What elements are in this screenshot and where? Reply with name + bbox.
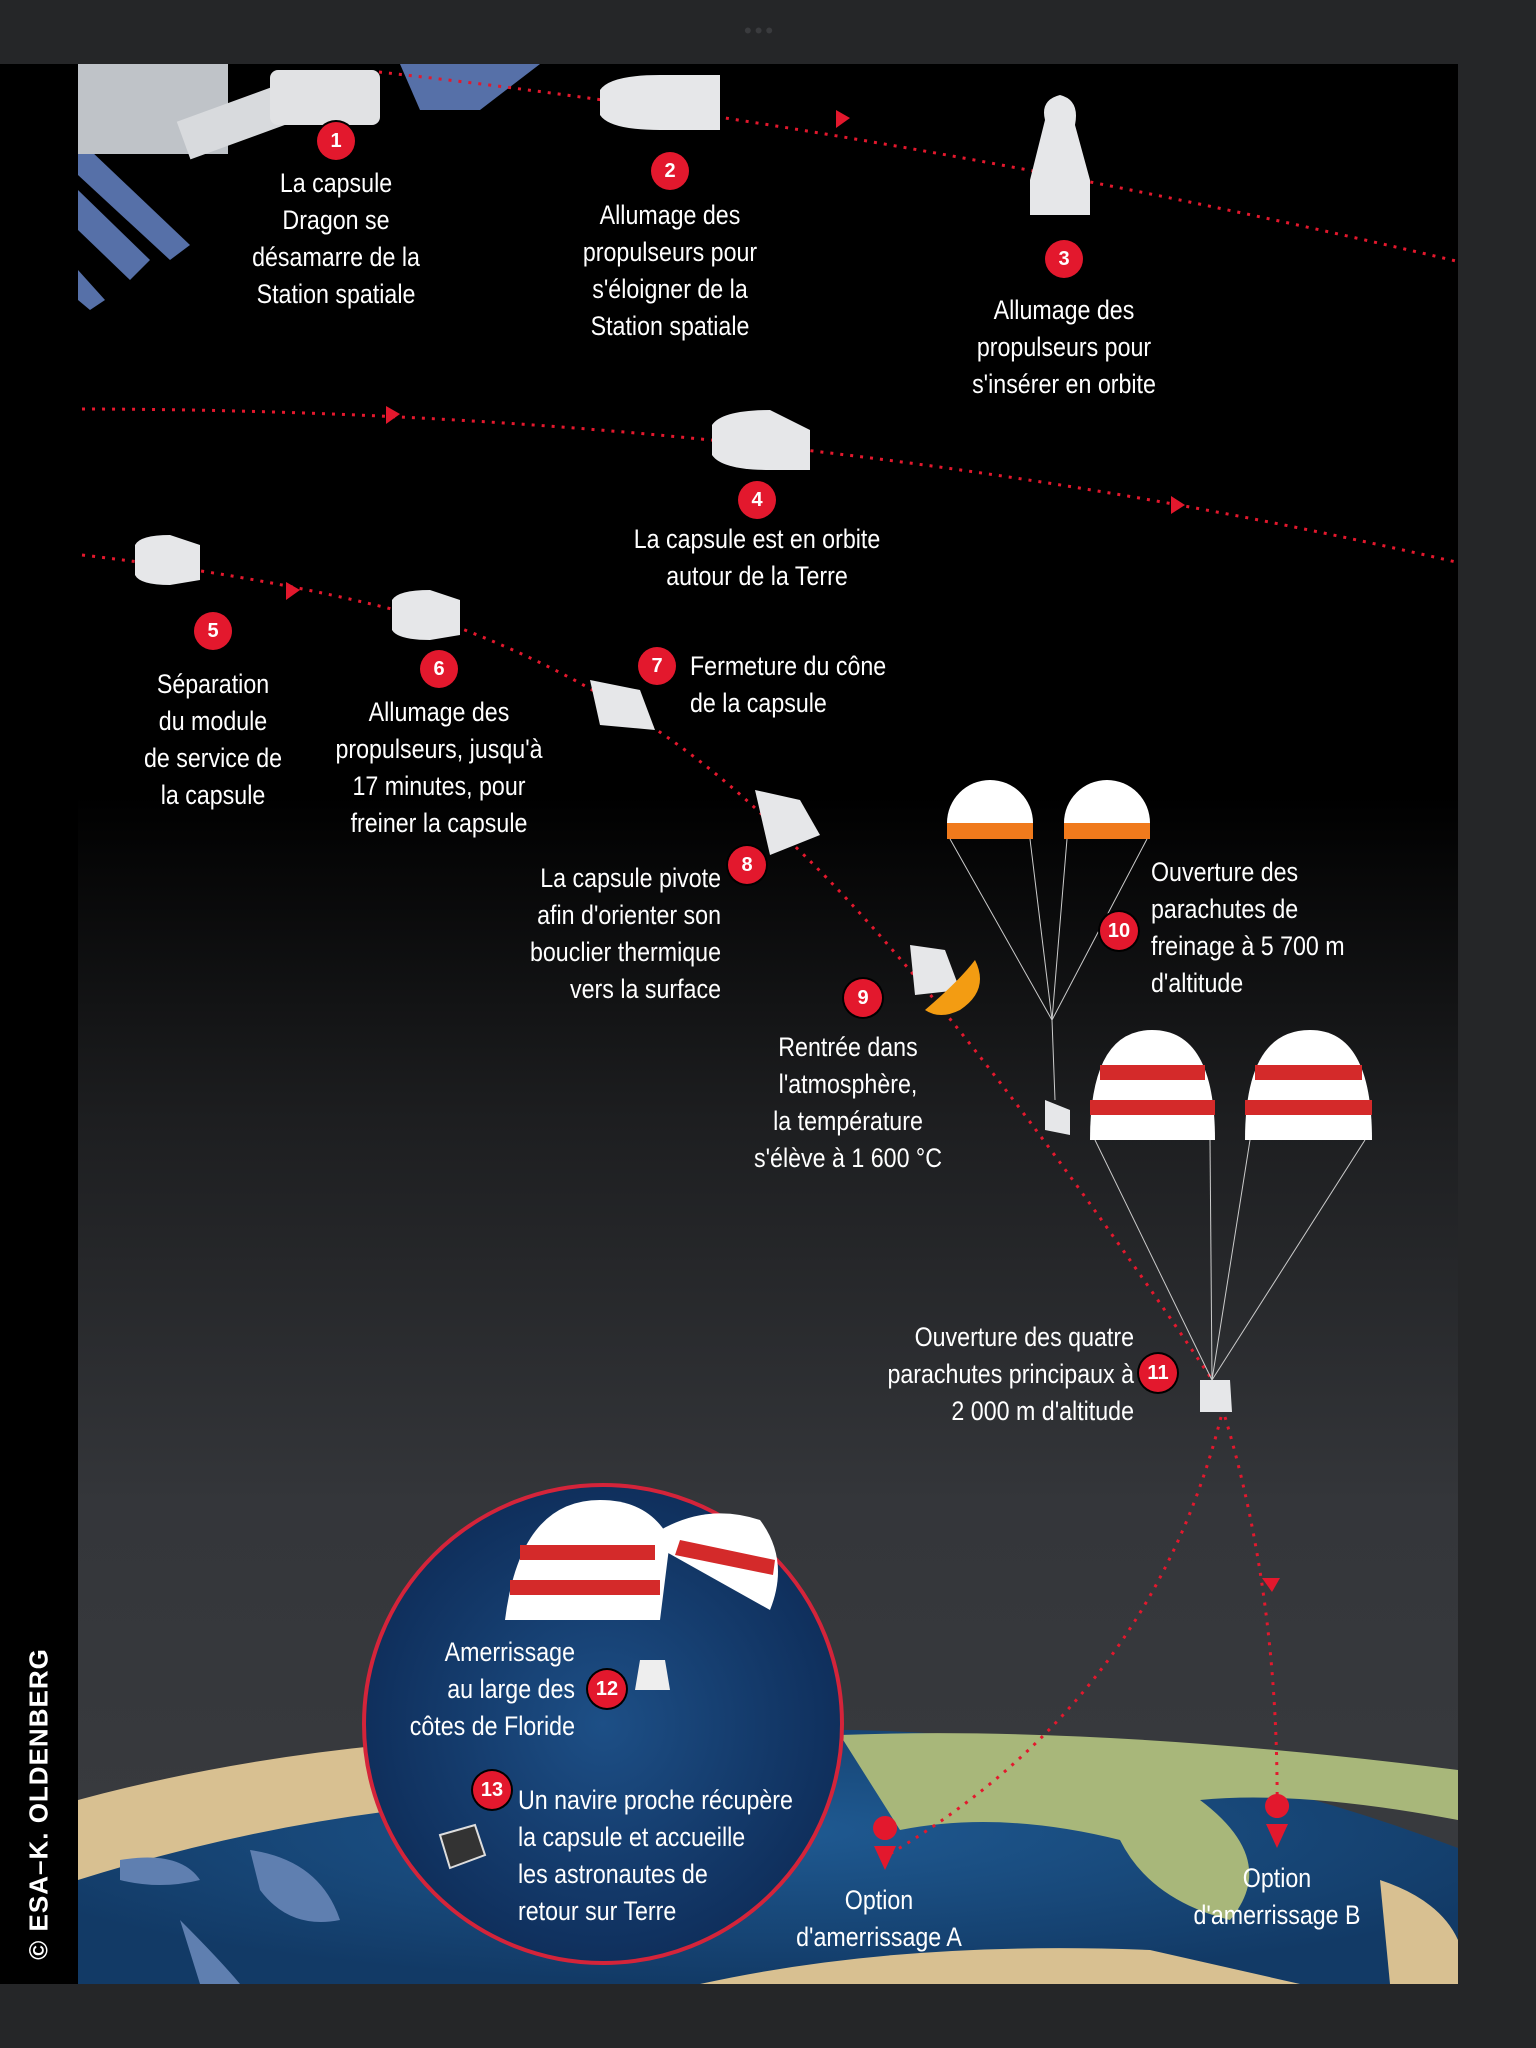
step-badge-6: 6 bbox=[420, 650, 458, 688]
step-label-12: Amerrissage au large des côtes de Florid… bbox=[409, 1637, 575, 1741]
step-badge-3: 3 bbox=[1045, 240, 1083, 278]
step-label-13: Un navire proche récupère la capsule et … bbox=[518, 1785, 793, 1926]
step-badge-12: 12 bbox=[588, 1670, 626, 1708]
step-label-1: La capsule Dragon se désamarre de la Sta… bbox=[252, 168, 420, 309]
capsule-illustrations bbox=[135, 75, 1232, 1412]
step-badge-2: 2 bbox=[651, 152, 689, 190]
step-badge-5: 5 bbox=[194, 612, 232, 650]
step-label-10: Ouverture des parachutes de freinage à 5… bbox=[1151, 857, 1345, 998]
space-station-illustration bbox=[78, 64, 540, 310]
splashdown-inset bbox=[362, 1483, 844, 1965]
landing-pins bbox=[873, 1794, 1290, 1870]
step-badge-9: 9 bbox=[844, 979, 882, 1017]
step-badge-1: 1 bbox=[317, 122, 355, 160]
step-label-6: Allumage des propulseurs, jusqu'à 17 min… bbox=[335, 697, 543, 838]
credit-strip: © ESA–K. OLDENBERG bbox=[0, 64, 78, 1984]
trajectory-arrows bbox=[286, 110, 1280, 1592]
step-label-3: Allumage des propulseurs pour s'insérer … bbox=[972, 295, 1156, 399]
window-handle: ••• bbox=[744, 18, 777, 43]
trajectory-lines bbox=[81, 70, 1457, 1857]
reentry-flame bbox=[925, 960, 980, 1015]
step-label-2: Allumage des propulseurs pour s'éloigner… bbox=[582, 200, 758, 341]
step-badge-11: 11 bbox=[1139, 1354, 1177, 1392]
step-label-11: Ouverture des quatre parachutes principa… bbox=[887, 1322, 1134, 1426]
step-badge-4: 4 bbox=[738, 481, 776, 519]
step-badge-13: 13 bbox=[473, 1771, 511, 1809]
step-label-9: Rentrée dans l'atmosphère, la températur… bbox=[754, 1032, 942, 1173]
step-label-8: La capsule pivote afin d'orienter son bo… bbox=[529, 863, 721, 1004]
step-label-7: Fermeture du cône de la capsule bbox=[690, 651, 887, 718]
landing-option-b: Option d'amerrissage B bbox=[1193, 1863, 1361, 1930]
drogue-parachutes bbox=[947, 780, 1150, 1101]
step-badge-8: 8 bbox=[728, 846, 766, 884]
step-label-4: La capsule est en orbite autour de la Te… bbox=[633, 524, 881, 591]
step-badge-7: 7 bbox=[638, 647, 676, 685]
step-label-5: Séparation du module de service de la ca… bbox=[143, 669, 283, 810]
landing-option-a: Option d'amerrissage A bbox=[796, 1885, 962, 1952]
main-parachutes bbox=[1090, 1030, 1372, 1381]
step-badge-10: 10 bbox=[1100, 912, 1138, 950]
